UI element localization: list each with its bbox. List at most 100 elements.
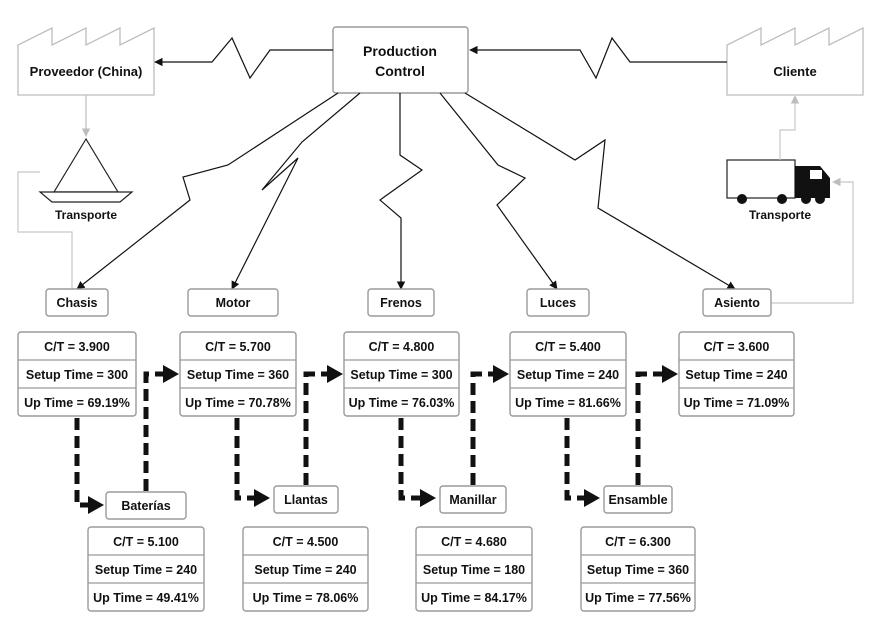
subprocess-up-time: Up Time = 78.06% [253, 591, 359, 605]
process-name: Chasis [57, 296, 98, 310]
process-label-box[interactable] [367, 288, 435, 317]
subprocess-label-box[interactable] [439, 485, 507, 514]
subprocess-setup-time: Setup Time = 180 [423, 563, 525, 577]
push-arrow-down-0-head [88, 496, 104, 514]
process-name: Motor [216, 296, 251, 310]
push-arrow-up-3 [635, 371, 664, 485]
push-arrow-up-3-head [662, 365, 678, 383]
process-setup-time: Setup Time = 360 [187, 368, 289, 382]
subprocess-up-time: Up Time = 49.41% [93, 591, 199, 605]
subprocess-name: Ensamble [608, 493, 667, 507]
info-flow-to-supplier [154, 36, 333, 80]
process-name: Frenos [380, 296, 422, 310]
customer-label: Cliente [773, 64, 816, 79]
subprocess-data-box [87, 526, 205, 612]
push-arrow-down-2-head [420, 489, 436, 507]
process-data-box [509, 331, 627, 417]
process-setup-time: Setup Time = 300 [350, 368, 452, 382]
push-arrow-up-2 [470, 371, 495, 485]
subprocess-up-time: Up Time = 84.17% [421, 591, 527, 605]
process-setup-time: Setup Time = 240 [517, 368, 619, 382]
process-data-box [678, 331, 795, 417]
truck-icon [726, 159, 830, 204]
process-up-time: Up Time = 81.66% [515, 396, 621, 410]
process-data-box [343, 331, 460, 417]
push-arrow-down-2 [398, 418, 422, 501]
process-cycle-time: C/T = 3.600 [704, 340, 770, 354]
transport-out-label: Transporte [749, 208, 811, 222]
info-flow-frenos [379, 93, 424, 290]
info-flow-chasis [76, 92, 339, 290]
process-up-time: Up Time = 70.78% [185, 396, 291, 410]
asiento-to-truck-connector [771, 177, 854, 304]
process-up-time: Up Time = 76.03% [349, 396, 455, 410]
info-flow-asiento [464, 92, 736, 290]
process-label-box[interactable] [526, 288, 590, 317]
process-data-box [179, 331, 297, 417]
process-up-time: Up Time = 69.19% [24, 396, 130, 410]
truck-to-customer-arrow [779, 95, 800, 160]
info-flow-motor [231, 92, 361, 290]
subprocess-data-box [580, 526, 696, 612]
transport-in-label: Transporte [55, 208, 117, 222]
production-control-box[interactable]: Production Control [332, 26, 469, 94]
info-flow-luces [439, 92, 558, 290]
process-data-box [17, 331, 137, 417]
push-arrow-up-1-head [327, 365, 343, 383]
push-arrow-down-3 [564, 418, 586, 501]
process-label-box[interactable] [187, 288, 279, 317]
subprocess-label-box[interactable] [273, 485, 339, 514]
info-flow-from-customer [469, 36, 727, 80]
production-control-line2: Control [375, 63, 425, 79]
process-cycle-time: C/T = 4.800 [369, 340, 435, 354]
ship-icon [38, 137, 134, 203]
subprocess-setup-time: Setup Time = 240 [254, 563, 356, 577]
push-arrows-layer [74, 365, 678, 514]
subprocess-cycle-time: C/T = 4.500 [273, 535, 339, 549]
process-setup-time: Setup Time = 300 [26, 368, 128, 382]
subprocess-setup-time: Setup Time = 360 [587, 563, 689, 577]
subprocess-cycle-time: C/T = 4.680 [441, 535, 507, 549]
subprocess-label-box[interactable] [603, 485, 673, 514]
push-arrow-down-0 [74, 418, 90, 508]
process-name: Asiento [714, 296, 760, 310]
production-control-line1: Production [363, 43, 437, 59]
subprocess-cycle-time: C/T = 6.300 [605, 535, 671, 549]
subprocess-data-box [242, 526, 369, 612]
push-arrow-down-3-head [584, 489, 600, 507]
process-cycle-time: C/T = 5.700 [205, 340, 271, 354]
subprocess-label-box[interactable] [105, 491, 187, 520]
subprocess-setup-time: Setup Time = 240 [95, 563, 197, 577]
subprocess-cycle-time: C/T = 5.100 [113, 535, 179, 549]
subprocess-data-box [415, 526, 533, 612]
process-cycle-time: C/T = 3.900 [44, 340, 110, 354]
process-up-time: Up Time = 71.09% [684, 396, 790, 410]
customer-factory[interactable]: Cliente [726, 26, 864, 96]
process-name: Luces [540, 296, 576, 310]
push-arrow-up-1 [303, 371, 329, 485]
process-label-box[interactable] [702, 288, 772, 317]
push-arrow-down-1 [234, 418, 256, 501]
process-label-box[interactable] [45, 288, 109, 317]
process-setup-time: Setup Time = 240 [685, 368, 787, 382]
subprocess-up-time: Up Time = 77.56% [585, 591, 691, 605]
supplier-factory[interactable]: Proveedor (China) [17, 26, 155, 96]
push-arrow-up-0-head [163, 365, 179, 383]
subprocess-name: Manillar [449, 493, 496, 507]
subprocess-name: Llantas [284, 493, 328, 507]
push-arrow-down-1-head [254, 489, 270, 507]
process-cycle-time: C/T = 5.400 [535, 340, 601, 354]
push-arrow-up-2-head [493, 365, 509, 383]
